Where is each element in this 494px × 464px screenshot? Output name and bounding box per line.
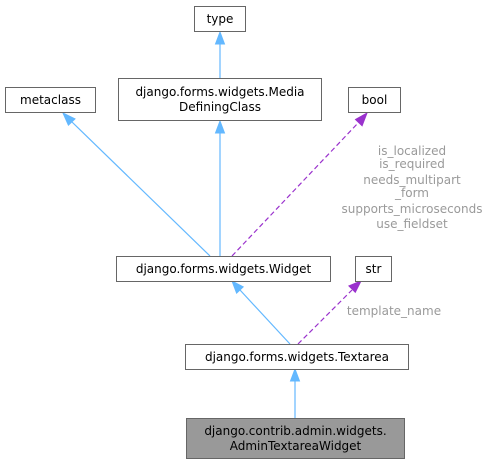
edge-label-line: needs_multipart <box>363 173 461 187</box>
node-metaclass[interactable]: metaclass <box>5 87 96 113</box>
node-textarea[interactable]: django.forms.widgets.Textarea <box>185 344 409 370</box>
node-label: type <box>207 12 234 26</box>
node-label: str <box>366 262 382 276</box>
edge-label-line: use_fieldset <box>376 217 448 231</box>
node-label: bool <box>362 93 388 107</box>
edge-label-str-textarea: template_name <box>347 304 441 318</box>
node-admin-textarea-widget[interactable]: django.contrib.admin.widgets. AdminTexta… <box>186 418 405 459</box>
node-bool[interactable]: bool <box>348 87 401 113</box>
edge-bool-to-widget <box>231 111 368 257</box>
edge-label-line: supports_microseconds <box>341 202 482 216</box>
edge-label-bool-widget: is_localized is_required needs_multipart… <box>341 144 482 231</box>
node-label: metaclass <box>20 93 81 107</box>
edge-widget-to-mediadefiningclass <box>214 119 226 256</box>
node-widget[interactable]: django.forms.widgets.Widget <box>116 256 331 282</box>
node-label: django.forms.widgets.Media <box>135 85 304 99</box>
edge-label-line: is_localized <box>378 144 446 158</box>
node-label: django.forms.widgets.Widget <box>136 262 312 276</box>
edge-mediadefiningclass-to-type <box>214 30 226 78</box>
node-label: AdminTextareaWidget <box>230 439 362 453</box>
edge-widget-to-metaclass <box>61 111 211 257</box>
edge-str-to-textarea <box>297 280 363 345</box>
node-label: django.forms.widgets.Textarea <box>205 350 389 364</box>
edge-label-line: _form <box>394 186 429 200</box>
edge-textarea-to-widget <box>231 279 291 345</box>
edge-admintextareawidget-to-textarea <box>289 367 301 418</box>
edge-label-line: is_required <box>379 157 445 171</box>
node-type[interactable]: type <box>194 6 246 32</box>
node-label: DefiningClass <box>179 100 261 114</box>
node-str[interactable]: str <box>355 256 392 282</box>
edge-label-line: template_name <box>347 304 441 318</box>
node-label: django.contrib.admin.widgets. <box>204 424 386 438</box>
node-media-defining-class[interactable]: django.forms.widgets.Media DefiningClass <box>118 78 322 121</box>
